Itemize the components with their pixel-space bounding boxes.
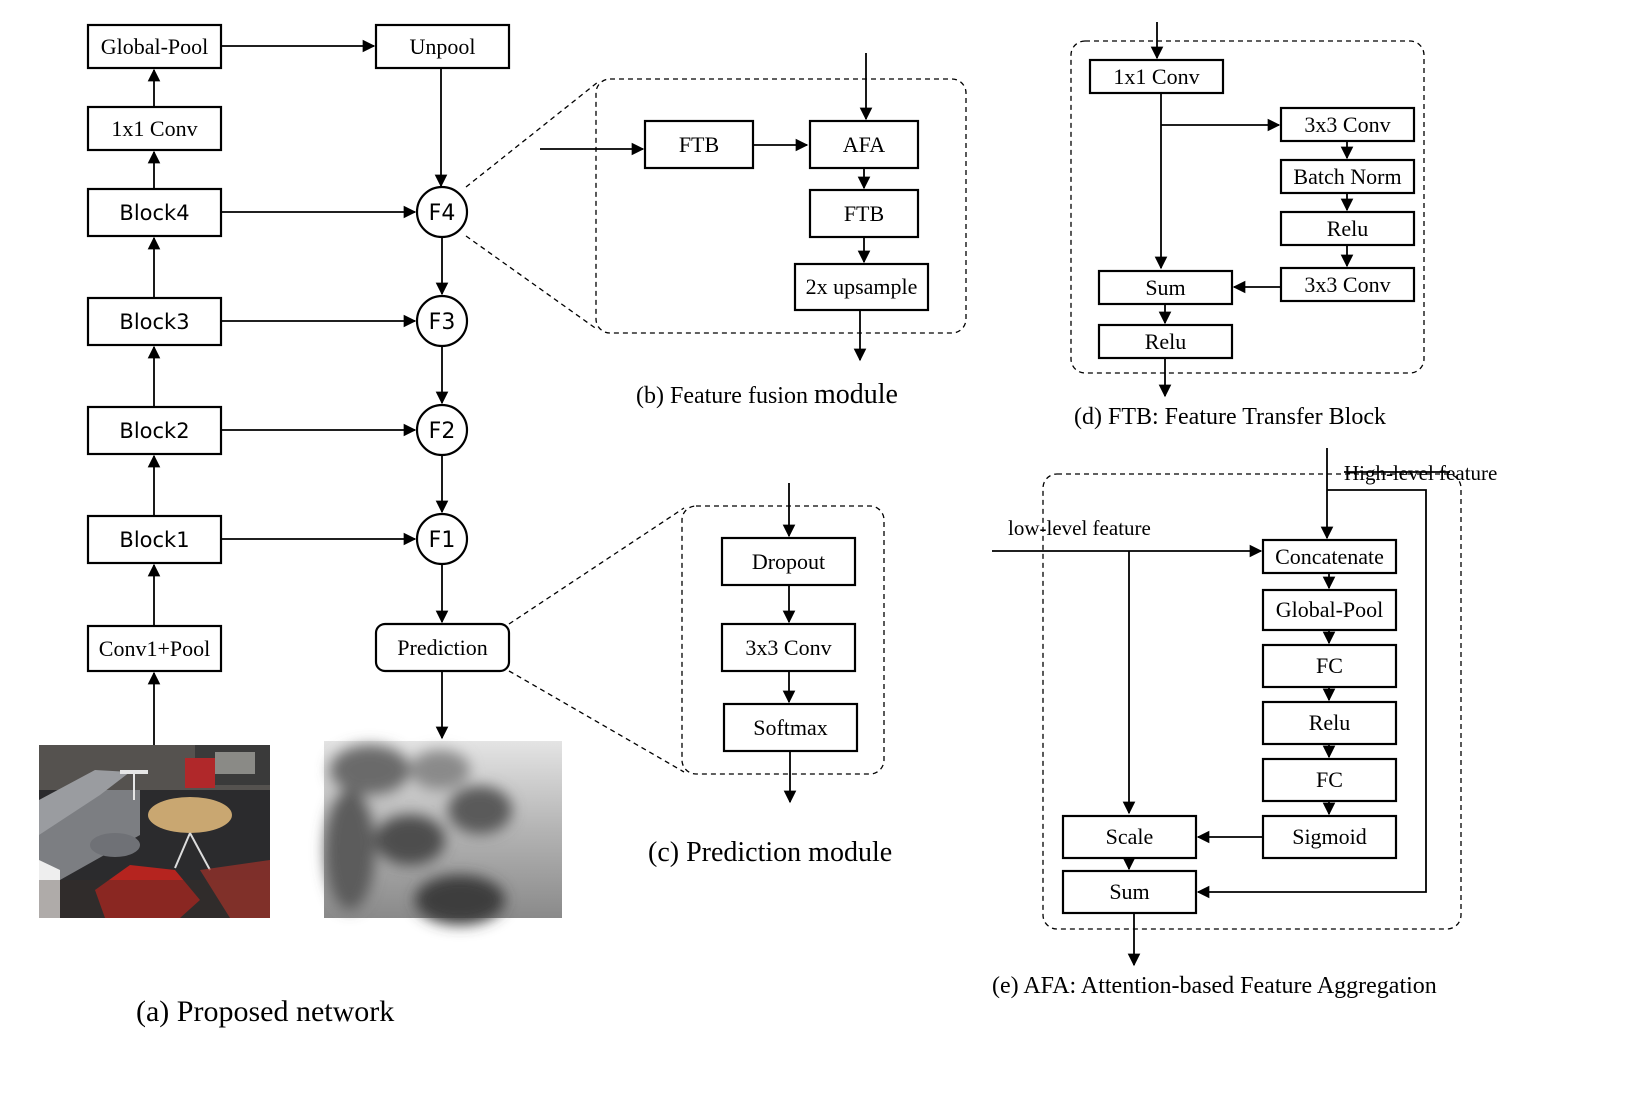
f2-label: F2 [429,419,456,444]
dropout-label: Dropout [752,549,825,574]
fusion-ftb2-label: FTB [844,201,884,226]
caption-e: (e) AFA: Attention-based Feature Aggrega… [992,973,1437,999]
caption-b: (b) Feature fusion module [636,379,898,410]
caption-d: (d) FTB: Feature Transfer Block [1074,404,1386,430]
block1-box [86,514,223,565]
f1-label: F1 [429,528,456,553]
afa-sum-label: Sum [1109,879,1149,904]
global-pool-label: Global-Pool [101,34,209,59]
ftb-batchnorm-label: Batch Norm [1293,164,1401,189]
zoom-line-pred-bottom [508,670,685,773]
conv1-pool-box [86,624,223,673]
prediction-label: Prediction [397,635,487,660]
afa-dashed-frame [1042,473,1462,930]
block4-label: Block4 [119,201,189,225]
conv1x1-box [86,105,223,152]
caption-b-prefix: (b) Feature fusion [636,383,808,409]
upsample-box [793,262,930,312]
ftb-dashed-frame [1070,40,1425,374]
unpool-label: Unpool [410,34,476,59]
upsample-label: 2x upsample [806,274,918,299]
afa-sum-box [1061,869,1198,915]
ftb-conv3x3b-box [1279,266,1416,303]
fusion-ftb-label: FTB [679,132,719,157]
ftb-block-detail: 1x1 Conv 3x3 Conv Batch Norm Relu 3x3 Co… [1070,22,1425,430]
caption-c: (c) Prediction module [648,837,892,868]
conv1x1-label: 1x1 Conv [111,116,197,141]
fusion-ftb-box [643,119,755,170]
block2-box [86,405,223,456]
afa-relu-label: Relu [1309,710,1351,735]
softmax-label: Softmax [753,715,828,740]
conv1-pool-label: Conv1+Pool [99,636,210,661]
fusion-dashed-frame [595,78,967,334]
fusion-ftb2-box [808,188,920,239]
afa-fc1-box [1261,643,1398,689]
arrow-high-to-sum [1196,489,1427,899]
input-rgb-image [39,745,270,918]
proposed-network: Global-Pool 1x1 Conv Block4 Block3 Block… [39,23,562,1028]
afa-fc2-label: FC [1316,767,1343,792]
afa-block-detail: High-level feature low-level feature Con… [992,448,1497,999]
ftb-conv3x3b-label: 3x3 Conv [1304,272,1390,297]
ftb-relu2-box [1097,323,1234,360]
afa-globalpool-label: Global-Pool [1276,597,1384,622]
fusion-afa-label: AFA [843,132,885,157]
ftb-sum-label: Sum [1145,275,1185,300]
block3-label: Block3 [119,310,189,334]
afa-sigmoid-box [1261,814,1398,860]
ftb-conv1x1-label: 1x1 Conv [1113,64,1199,89]
zoom-line-f4-bottom [465,235,599,331]
afa-globalpool-box [1261,588,1398,632]
f3-label: F3 [429,310,456,335]
afa-scale-box [1061,814,1198,860]
afa-fc1-label: FC [1316,653,1343,678]
prediction-dashed-frame [681,505,885,775]
architecture-diagram: Global-Pool 1x1 Conv Block4 Block3 Block… [39,22,1497,1028]
softmax-box [722,702,859,753]
ftb-batchnorm-box [1279,158,1416,195]
caption-b-suffix: module [814,379,898,410]
ftb-relu-label: Relu [1327,216,1369,241]
output-depth-map [324,741,562,925]
ftb-relu2-label: Relu [1145,329,1187,354]
afa-concat-label: Concatenate [1275,544,1384,569]
ftb-conv3x3a-box [1279,106,1416,143]
afa-relu-box [1261,700,1398,746]
ftb-conv1x1-box [1088,58,1225,95]
afa-scale-label: Scale [1106,824,1154,849]
block1-label: Block1 [119,528,189,552]
feature-fusion-module: FTB AFA FTB 2x upsample (b) Feature fusi… [465,53,967,410]
unpool-box [374,23,511,70]
pred-conv-box [720,622,857,673]
zoom-line-f4-top [465,81,599,188]
caption-a: (a) Proposed network [136,995,394,1028]
low-level-label: low-level feature [1008,516,1151,540]
afa-sigmoid-label: Sigmoid [1292,824,1367,849]
prediction-module: Dropout 3x3 Conv Softmax (c) Prediction … [508,483,892,868]
pred-conv-label: 3x3 Conv [745,635,831,660]
high-level-label: High-level feature [1344,461,1497,485]
zoom-line-pred-top [508,507,685,625]
global-pool-box [86,23,223,70]
ftb-conv3x3a-label: 3x3 Conv [1304,112,1390,137]
block2-label: Block2 [119,419,189,443]
f4-label: F4 [429,201,456,226]
